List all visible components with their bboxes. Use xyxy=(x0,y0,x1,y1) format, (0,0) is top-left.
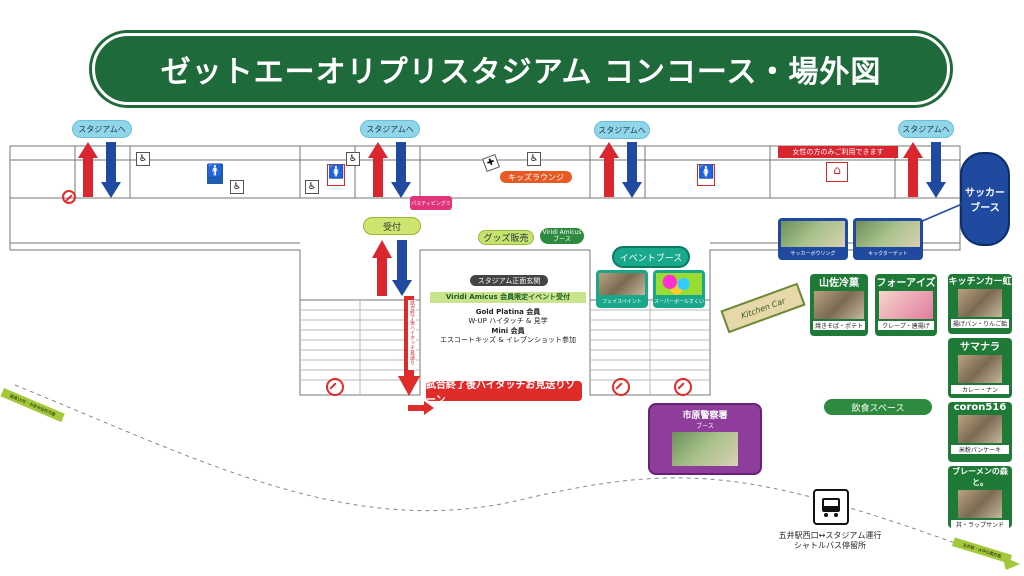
kick-target-photo xyxy=(856,221,920,247)
bus-stop-label: 五井駅西口↔スタジアム運行 xyxy=(778,531,882,540)
no-entry-icon-3 xyxy=(612,378,630,396)
goods-sales-label: グッズ販売 xyxy=(478,230,534,245)
mini-member-detail: エスコートキッズ & イレブンショット参加 xyxy=(440,336,576,344)
no-entry-icon-1 xyxy=(62,190,76,204)
stall-niji-name: キッチンカー虹 xyxy=(948,277,1012,287)
gold-member-detail: W-UP ハイタッチ & 見学 xyxy=(468,317,548,325)
gold-member-label: Gold Platina 会員 xyxy=(475,308,541,316)
womens-restroom-icon: 🚺 xyxy=(327,164,345,186)
kick-target-label: キックターゲット xyxy=(868,251,908,257)
viridi-booth-sub: ブース xyxy=(553,236,571,243)
super-ball-card: スーパーボールすくい xyxy=(653,270,705,308)
womens-restroom-icon-2: 🚺 xyxy=(697,164,715,186)
viridi-event-label: Viridi Amicus 会員限定イベント受付 xyxy=(430,292,586,303)
mini-member-label: Mini 会員 xyxy=(491,327,525,335)
kick-target-card: キックターゲット xyxy=(853,218,923,260)
soccer-booth-label: サッカーブース xyxy=(960,152,1010,246)
stall-foureyes: フォーアイズ クレープ・唐揚げ xyxy=(875,274,937,336)
viridi-booth-label: Viridi Amicus ブース xyxy=(540,228,584,244)
dining-space-label: 飲食スペース xyxy=(824,399,932,415)
stall-foureyes-sub: クレープ・唐揚げ xyxy=(878,321,934,330)
stall-bremen-name: ブレーメンの森と。 xyxy=(952,467,1008,487)
to-stadium-label-3: スタジアムへ xyxy=(594,121,650,139)
face-paint-label: フェイスペイント xyxy=(602,299,642,305)
to-stadium-label-2: スタジアムへ xyxy=(360,120,420,138)
no-entry-icon-2 xyxy=(326,378,344,396)
super-ball-photo xyxy=(656,273,702,295)
viridi-booth-name: Viridi Amicus xyxy=(542,229,582,236)
bowling-card: サッカーボウリング xyxy=(778,218,848,260)
stall-foureyes-photo xyxy=(879,291,933,319)
stall-samanara-photo xyxy=(958,355,1002,383)
police-booth-photo xyxy=(672,432,738,466)
stall-yamasa: 山佐冷菓 焼きそば・ポテト xyxy=(810,274,868,336)
bus-icon xyxy=(813,489,849,525)
bowling-label: サッカーボウリング xyxy=(790,251,836,257)
hightouch-zone-label: 試合終了後ハイタッチお見送りゾーン xyxy=(426,380,582,406)
soccer-booth-connector xyxy=(920,203,963,223)
stall-niji-sub: 揚げパン・りんご飴 xyxy=(951,319,1009,328)
police-booth: 市原警察署 ブース xyxy=(648,403,762,475)
stall-coron516-sub: 米粉パンケーキ xyxy=(951,445,1009,454)
reception-label: 受付 xyxy=(363,217,421,235)
ladies-only-label: 女性の方のみご利用できます xyxy=(778,146,898,158)
stall-niji-photo xyxy=(958,289,1002,317)
stall-bremen: ブレーメンの森と。 丼・ラップサンド xyxy=(948,466,1012,529)
stall-samanara-name: サマナラ xyxy=(960,342,1000,353)
face-paint-photo xyxy=(599,273,645,295)
kids-lounge-label: キッズラウンジ xyxy=(500,171,572,183)
wheelchair-icon: ♿ xyxy=(230,180,244,194)
stall-yamasa-photo xyxy=(814,291,864,319)
no-entry-icon-4 xyxy=(674,378,692,396)
face-paint-card: フェイスペイント xyxy=(596,270,648,308)
event-booth-label: イベントブース xyxy=(612,246,690,268)
police-booth-title: 市原警察署 xyxy=(682,411,728,421)
baby-icon-3: ♿ xyxy=(527,152,541,166)
stall-yamasa-sub: 焼きそば・ポテト xyxy=(813,321,865,330)
stall-coron516-name: coron516 xyxy=(953,402,1007,413)
road-right-arrow-icon xyxy=(1002,556,1020,570)
to-stadium-label-1: スタジアムへ xyxy=(72,120,132,138)
stall-bremen-sub: 丼・ラップサンド xyxy=(951,520,1009,529)
main-entrance-label: スタジアム正面玄関 xyxy=(470,275,548,286)
map-title: ゼットエーオリプリスタジアム コンコース・場外図 xyxy=(92,33,950,105)
wheelchair-icon-2: ♿ xyxy=(305,180,319,194)
stall-coron516: coron516 米粉パンケーキ xyxy=(948,402,1012,462)
stall-samanara: サマナラ カレー・ナン xyxy=(948,338,1012,398)
police-booth-sub: ブース xyxy=(696,423,714,430)
bus-glyph xyxy=(822,498,840,517)
stall-samanara-sub: カレー・ナン xyxy=(951,385,1009,394)
bus-stop-label-2: シャトルバス停留所 xyxy=(794,541,866,550)
super-ball-label: スーパーボールすくい xyxy=(654,299,704,305)
stall-bremen-photo xyxy=(958,490,1002,518)
hanger-icon: ⌂ xyxy=(826,162,848,182)
baby-icon: ♿ xyxy=(136,152,150,166)
mens-restroom-icon: 🚹 xyxy=(207,164,223,184)
stall-kitchencar-niji: キッチンカー虹 揚げパン・りんご飴 xyxy=(948,274,1012,334)
bowling-photo xyxy=(781,221,845,247)
stall-yamasa-name: 山佐冷菓 xyxy=(819,278,859,289)
stall-foureyes-name: フォーアイズ xyxy=(876,278,936,289)
stall-coron516-photo xyxy=(958,415,1002,443)
hightouch-vertical-note: 試合終了後ハイタッチ見送り xyxy=(408,300,416,370)
to-stadium-label-4: スタジアムへ xyxy=(898,120,954,138)
party-label: パスティピングミ xyxy=(410,196,452,210)
baby-icon-2: ♿ xyxy=(346,152,360,166)
